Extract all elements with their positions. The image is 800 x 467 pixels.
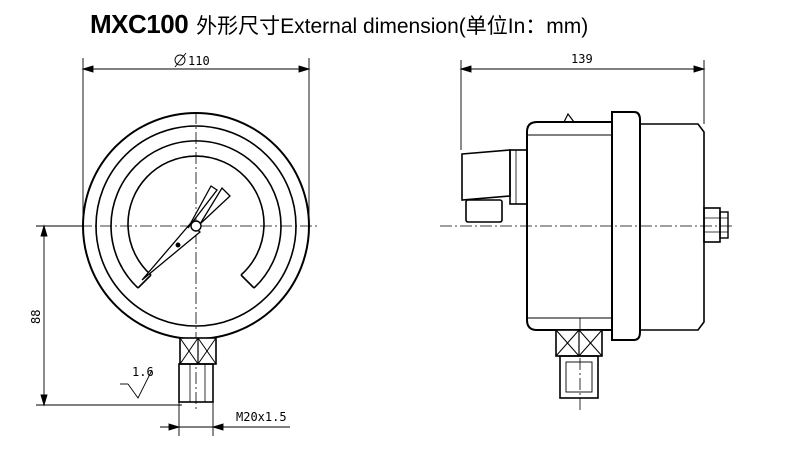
side-dimensions [459, 60, 706, 150]
diameter-arrow-right [298, 65, 311, 73]
model-name: MXC100 [90, 9, 189, 39]
front-cover [640, 123, 705, 331]
dial-outer-arc [110, 140, 282, 289]
side-view [440, 111, 735, 410]
pointer-dot [175, 242, 181, 248]
thread-arrow-right [211, 423, 224, 431]
dial-inner-arc [127, 155, 265, 276]
front-dimensions [36, 52, 311, 436]
depth-value: 139 [571, 52, 593, 66]
side-hex-cross-2 [555, 329, 580, 357]
connector-plug [465, 199, 503, 223]
thread-arrow-left [168, 423, 181, 431]
connector-housing [461, 149, 511, 201]
gauge-bezel-ring [95, 125, 297, 327]
case-top-nub [563, 112, 575, 123]
title-description: 外形尺寸External dimension(单位In：mm) [196, 15, 589, 38]
hex-cross-4 [197, 337, 217, 365]
hex-cross-2 [179, 337, 199, 365]
side-connector-inner [565, 361, 593, 393]
dial-arc-right-end [240, 274, 255, 289]
roughness-value: 1.6 [132, 365, 154, 379]
threaded-connector [178, 363, 214, 403]
roughness-symbol [127, 369, 153, 399]
diameter-symbol-slash [174, 52, 187, 68]
side-hex-cross-4 [578, 329, 603, 357]
drawing-title: MXC100 外形尺寸External dimension(单位In：mm) [90, 6, 588, 42]
front-flange [611, 111, 641, 341]
contact-pointer [199, 186, 231, 225]
diameter-arrow-left [81, 65, 94, 73]
rear-nut [703, 207, 721, 243]
depth-arrow-right [693, 65, 706, 73]
upper-pointer [187, 185, 218, 229]
connector-body [509, 149, 528, 205]
thread-value: M20x1.5 [236, 410, 287, 424]
height-value: 88 [29, 310, 43, 324]
height-arrow-bottom [40, 394, 48, 407]
diameter-symbol [174, 54, 186, 66]
dial-arc-left-end [137, 274, 152, 289]
lower-pointer [141, 223, 202, 281]
pointer-hub [190, 220, 202, 232]
depth-arrow-left [459, 65, 472, 73]
side-threaded-connector [559, 355, 599, 399]
height-arrow-top [40, 224, 48, 237]
diameter-value: 110 [188, 54, 210, 68]
front-view [40, 112, 320, 410]
rear-nut-cap [719, 211, 729, 239]
